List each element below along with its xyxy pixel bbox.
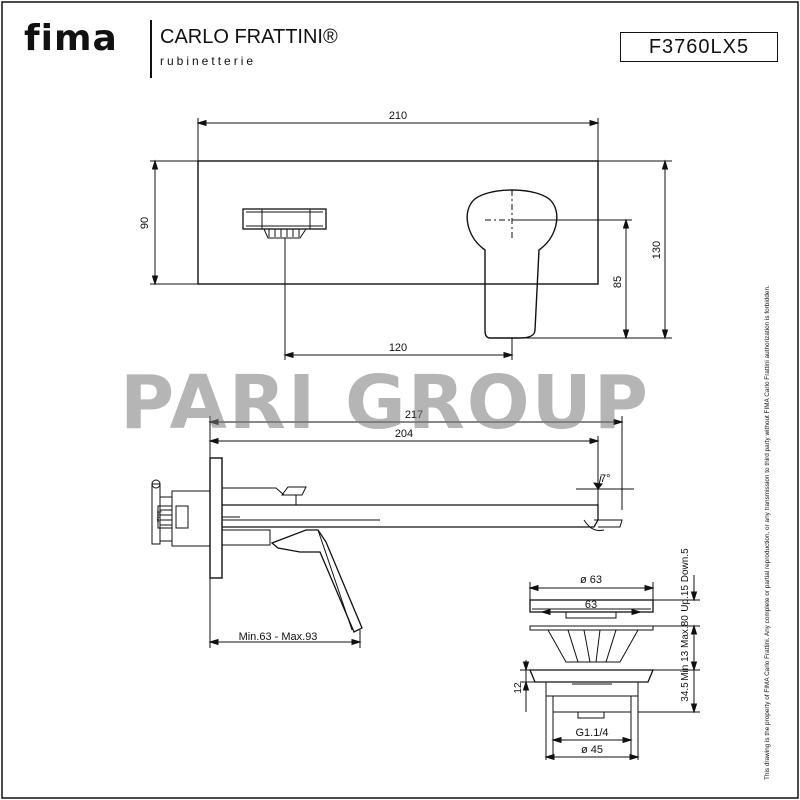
front-view-labels: 210 90 130 85 120: [139, 110, 663, 354]
arrow: [208, 418, 219, 426]
drain-cage: [547, 629, 639, 663]
arrow: [690, 661, 698, 672]
arrow: [622, 218, 630, 229]
dim-width-label: 210: [389, 110, 407, 122]
drain-thread: [552, 695, 632, 713]
arrow: [196, 119, 207, 127]
arrow: [208, 437, 219, 445]
dim-angle-label: 7°: [600, 473, 611, 485]
arrow: [589, 119, 600, 127]
dim-217-label: 217: [405, 409, 423, 421]
valve-body: [171, 490, 211, 547]
arrow: [661, 159, 669, 170]
arrow: [690, 624, 698, 635]
arrow: [592, 482, 603, 490]
dim-345-label: 34.5: [680, 682, 691, 702]
dim-total-height-label: 130: [651, 241, 663, 259]
arrow: [522, 680, 530, 691]
fima-logo: fima: [24, 18, 118, 59]
arrow: [589, 437, 600, 445]
dim-min-max-label: Min 13 Max.80: [680, 615, 691, 681]
cage-leg: [605, 629, 617, 663]
aerator-side: [583, 519, 605, 531]
arrow: [629, 753, 640, 761]
arrow: [283, 351, 294, 359]
dim-cap-dia-label: ø 63: [580, 574, 602, 586]
spout-front: [242, 208, 327, 230]
side-view: [151, 416, 634, 648]
dim-thread-label: G1.1/4: [575, 727, 608, 739]
handle-knob: [281, 486, 307, 496]
watermark: PARI GROUP: [120, 360, 650, 446]
drain-flange-top: [529, 625, 654, 631]
cage-leg: [595, 629, 601, 663]
arrow: [690, 591, 698, 602]
brand-name: CARLO FRATTINI®: [160, 26, 338, 48]
valve-flange: [151, 483, 161, 545]
dim-12-label: 12: [513, 682, 524, 694]
spout-tip: [594, 519, 623, 528]
valve-cartridge: [157, 505, 173, 529]
cap-stem: [565, 611, 617, 619]
dim-cap-inner-label: 63: [585, 599, 597, 611]
arrow: [351, 638, 362, 646]
arrow: [690, 703, 698, 714]
dim-range-label: Min.63 - Max.93: [239, 631, 318, 643]
arrow: [528, 584, 539, 592]
wall-plate-side: [209, 457, 223, 579]
arrow: [631, 608, 642, 616]
dim-handle-height-label: 85: [612, 276, 624, 288]
arrow: [151, 275, 159, 286]
dim-204-label: 204: [395, 428, 413, 440]
dim-height-label: 90: [139, 217, 151, 229]
valve-marking: fima: [155, 510, 161, 522]
dim-up-down-label: Up.15 Down.5: [680, 548, 691, 612]
drain-flange: [529, 669, 654, 683]
lever-side: [270, 529, 363, 633]
legal-notice: This drawing is the property of FIMA Car…: [764, 285, 771, 780]
lever-detail: [317, 529, 353, 631]
cage-leg: [567, 629, 579, 663]
arrow: [661, 329, 669, 340]
front-view: [150, 118, 672, 360]
arrow: [503, 351, 514, 359]
spout-side: [222, 504, 599, 528]
arrow: [522, 661, 530, 672]
arrow: [622, 329, 630, 340]
aerator: [263, 228, 307, 239]
arrow: [544, 753, 555, 761]
arrow: [644, 584, 655, 592]
cage-leg: [583, 629, 591, 663]
dim-spout-offset-label: 120: [389, 342, 407, 354]
arrow: [151, 159, 159, 170]
product-code: F3760LX5: [620, 32, 778, 62]
arrow: [540, 608, 551, 616]
drain-view: [520, 575, 700, 761]
valve-screw: [151, 479, 161, 489]
wall-plate: [197, 160, 599, 285]
arrow: [613, 418, 624, 426]
drain-outlet: [577, 711, 605, 719]
body-lower: [222, 529, 271, 546]
side-view-labels: 217 204 7° Min.63 - Max.93 fima: [155, 409, 611, 643]
valve-nut: [175, 505, 189, 529]
arrow: [208, 638, 219, 646]
arrow: [622, 736, 633, 744]
dim-dia-45-label: ø 45: [581, 744, 603, 756]
brand-subtitle: rubinetterie: [160, 54, 257, 68]
brand-divider: [150, 20, 152, 78]
drain-view-labels: ø 63 63 Up.15 Down.5 Min 13 Max.80 12 34…: [513, 548, 691, 756]
arrow: [551, 736, 562, 744]
handle-front: [466, 189, 558, 339]
